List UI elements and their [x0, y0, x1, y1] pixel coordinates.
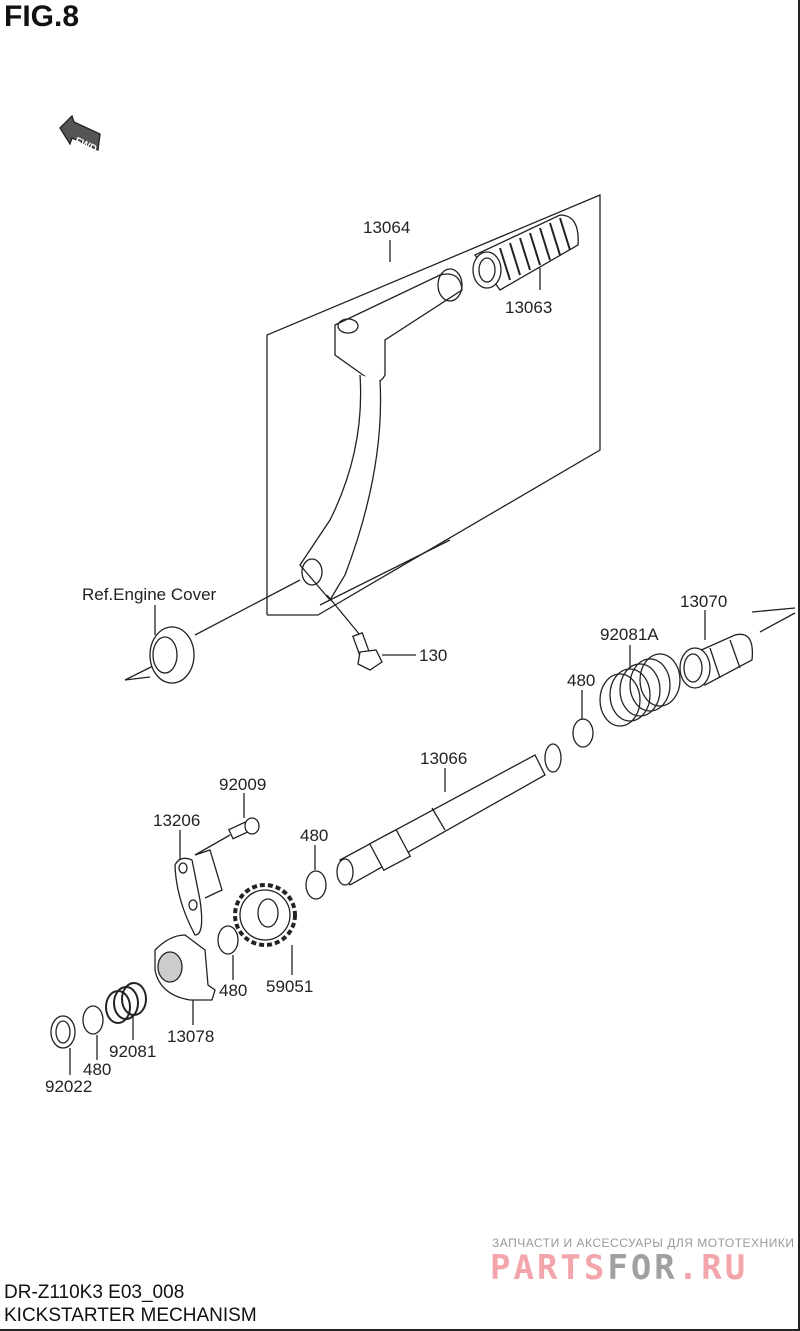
sleeve-part: [680, 634, 752, 688]
circlip-part: [83, 1006, 103, 1034]
part-label-92081a: 92081A: [600, 625, 659, 644]
watermark-logo: PARTSFOR.RU: [490, 1248, 748, 1288]
part-label-92081: 92081: [109, 1042, 156, 1061]
part-label-ref-engine-cover: Ref.Engine Cover: [82, 585, 217, 604]
part-label-59051: 59051: [266, 977, 313, 996]
part-label-13206: 13206: [153, 811, 200, 830]
kick-spring-part: [600, 654, 680, 726]
kick-lever-part: [300, 269, 462, 600]
circlip-part: [573, 719, 593, 747]
ratchet-part: [155, 935, 215, 1000]
part-label-92022: 92022: [45, 1077, 92, 1096]
watermark-brand-a: PARTS: [490, 1248, 607, 1288]
section-title: KICKSTARTER MECHANISM: [4, 1305, 257, 1327]
part-label-13066: 13066: [420, 749, 467, 768]
circlip-part: [306, 871, 326, 899]
part-label-13070: 13070: [680, 592, 727, 611]
part-label-480-a: 480: [567, 671, 595, 690]
part-label-13063: 13063: [505, 298, 552, 317]
oil-seal-part: [150, 627, 194, 683]
bolt-part: [353, 633, 382, 670]
circlip-part: [218, 926, 238, 954]
part-label-130: 130: [419, 646, 447, 665]
model-code: DR-Z110K3 E03_008: [4, 1282, 184, 1304]
part-label-13078: 13078: [167, 1027, 214, 1046]
watermark-brand-b: FOR: [607, 1248, 677, 1288]
kick-gear-part: [235, 885, 295, 945]
part-label-92009: 92009: [219, 775, 266, 794]
ratchet-guide-part: [175, 858, 202, 935]
spring-part: [106, 983, 146, 1023]
part-label-480-b: 480: [300, 826, 328, 845]
part-label-13064: 13064: [363, 218, 410, 237]
part-label-480-c: 480: [219, 981, 247, 1000]
screw-part: [229, 818, 259, 839]
fwd-arrow-icon: FWD: [60, 116, 100, 155]
watermark-brand-c: .RU: [678, 1248, 748, 1288]
